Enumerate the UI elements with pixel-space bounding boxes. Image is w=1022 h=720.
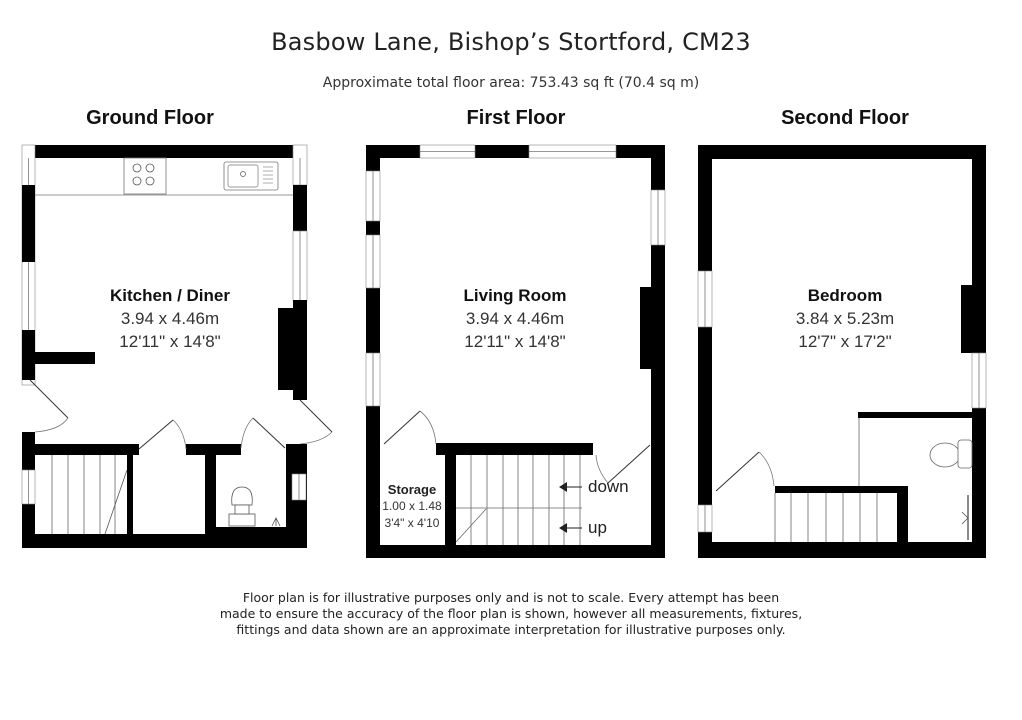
door-icon (299, 399, 333, 445)
door-icon (240, 417, 286, 449)
arrow-left-icon (559, 523, 582, 533)
disclaimer-line: Floor plan is for illustrative purposes … (242, 590, 780, 605)
stairs-icon (51, 455, 128, 535)
room-name: Kitchen / Diner (110, 286, 230, 305)
door-icon (715, 451, 775, 492)
ground-floor-plan (21, 144, 333, 548)
room-imperial: 3'4" x 4'10 (384, 516, 440, 530)
page-title: Basbow Lane, Bishop’s Stortford, CM23 (271, 28, 751, 56)
ground-floor-label: Ground Floor (86, 107, 214, 129)
vent-icon (271, 517, 281, 527)
stairs-down-label: down (588, 477, 629, 496)
disclaimer: Floor plan is for illustrative purposes … (0, 590, 1022, 638)
first-floor-plan (365, 144, 666, 558)
disclaimer-line: made to ensure the accuracy of the floor… (219, 606, 803, 621)
sink-icon (223, 161, 279, 191)
room-imperial: 12'7" x 17'2" (798, 332, 892, 351)
room-metric: 3.94 x 4.46m (120, 309, 220, 328)
stairs-icon (774, 493, 878, 542)
door-icon (595, 444, 651, 484)
room-name: Living Room (463, 286, 567, 305)
door-icon (383, 410, 437, 445)
arrow-left-icon (559, 482, 582, 492)
room-living-room: Living Room 3.94 x 4.46m 12'11" x 14'8" (410, 285, 620, 353)
first-floor-label: First Floor (466, 107, 566, 129)
second-floor-plan (697, 145, 987, 558)
room-kitchen-diner: Kitchen / Diner 3.94 x 4.46m 12'11" x 14… (65, 285, 275, 353)
room-imperial: 12'11" x 14'8" (464, 332, 566, 351)
toilet-icon (228, 486, 256, 527)
room-metric: 3.84 x 5.23m (795, 309, 895, 328)
room-storage: Storage 1.00 x 1.48 3'4" x 4'10 (380, 481, 444, 532)
door-icon (29, 379, 69, 433)
stairs-icon (455, 455, 582, 545)
vent-icon (961, 511, 969, 525)
disclaimer-line: fittings and data shown are an approxima… (236, 622, 786, 637)
room-metric: 1.00 x 1.48 (382, 499, 442, 513)
room-bedroom: Bedroom 3.84 x 5.23m 12'7" x 17'2" (740, 285, 950, 353)
total-floor-area: Approximate total floor area: 753.43 sq … (322, 75, 700, 91)
room-metric: 3.94 x 4.46m (465, 309, 565, 328)
hob-icon (123, 157, 167, 195)
room-name: Storage (387, 482, 437, 497)
toilet-icon (929, 439, 973, 469)
second-floor-label: Second Floor (781, 107, 909, 129)
stairs-up-label: up (588, 518, 607, 537)
door-icon (138, 419, 187, 450)
room-name: Bedroom (807, 286, 883, 305)
room-imperial: 12'11" x 14'8" (119, 332, 221, 351)
